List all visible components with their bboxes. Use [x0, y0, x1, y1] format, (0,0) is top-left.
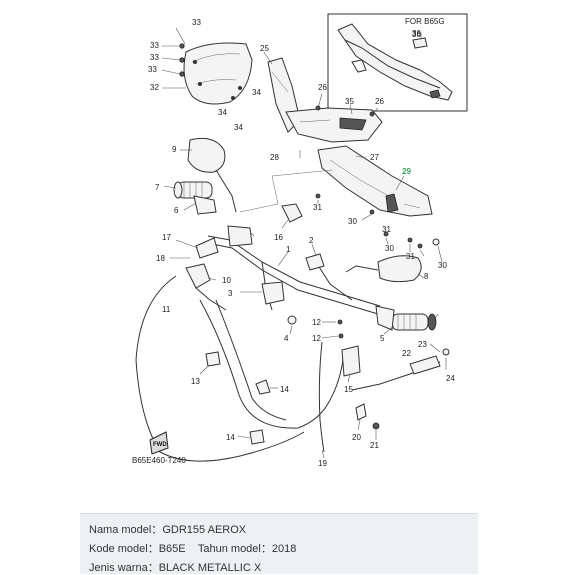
model-value: GDR155 AEROX [162, 524, 247, 536]
callout-6: 6 [174, 206, 179, 215]
windshield [183, 42, 253, 105]
callout-36: 36 [412, 30, 421, 39]
callout-27: 27 [370, 153, 379, 162]
callout-30b: 30 [385, 244, 394, 253]
callout-36-inset: 36 [412, 29, 421, 38]
callout-34a: 34 [252, 88, 261, 97]
callout-26a: 26 [318, 83, 327, 92]
callout-33c: 33 [150, 53, 159, 62]
callout-32: 32 [150, 83, 159, 92]
callout-13: 13 [191, 377, 200, 386]
color-label: Jenis warna [89, 562, 148, 574]
callout-31b: 31 [382, 225, 391, 234]
callout-24: 24 [446, 374, 455, 383]
info-row-color: Jenis warna：BLACK METALLIC X [89, 562, 262, 574]
callout-20: 20 [352, 433, 361, 442]
inset-title: FOR B65G [405, 17, 445, 26]
callout-30a: 30 [348, 217, 357, 226]
exploded-view-drawing: FOR B65G 36 [132, 13, 468, 468]
callout-23: 23 [418, 340, 427, 349]
callout-labels: 33 33 33 33 32 25 34 34 34 26 36 35 26 2… [132, 18, 455, 468]
callout-31c: 31 [406, 252, 415, 261]
front-cover-29 [317, 145, 433, 217]
left-lever [185, 237, 227, 311]
callout-4: 4 [284, 334, 289, 343]
callout-31a: 31 [313, 203, 322, 212]
info-row-code: Kode model：B65E Tahun model：2018 [89, 543, 297, 555]
callout-25: 25 [260, 44, 269, 53]
callout-7: 7 [155, 183, 160, 192]
callout-17: 17 [162, 233, 171, 242]
year-value: 2018 [271, 543, 297, 555]
callout-34c: 34 [234, 123, 243, 132]
meter-panel [285, 107, 383, 143]
callout-26b: 26 [375, 97, 384, 106]
callout-16: 16 [274, 233, 283, 242]
code-label: Kode model [89, 543, 148, 555]
left-grip [173, 181, 213, 199]
right-grip [375, 305, 437, 331]
callout-33d: 33 [148, 65, 157, 74]
callout-29: 29 [402, 167, 411, 176]
callout-14b: 14 [226, 433, 235, 442]
cables [135, 275, 441, 462]
callout-19: 19 [318, 459, 327, 468]
svg-text:FWD: FWD [153, 442, 167, 448]
callout-5: 5 [380, 334, 385, 343]
parts-diagram: FOR B65G 36 [132, 13, 468, 468]
model-info-panel: Nama model：GDR155 AEROX Kode model：B65E … [80, 513, 478, 574]
fwd-arrow-icon: FWD [149, 431, 169, 455]
callout-33b: 33 [150, 41, 159, 50]
code-value: B65E [158, 543, 186, 555]
model-label: Nama model [89, 524, 152, 536]
callout-33a: 33 [192, 18, 201, 27]
mirror-left [187, 137, 237, 213]
color-value: BLACK METALLIC X [158, 562, 262, 574]
callout-22: 22 [402, 349, 411, 358]
callout-9: 9 [172, 145, 177, 154]
info-row-model: Nama model：GDR155 AEROX [89, 524, 247, 536]
inset-b65g: FOR B65G 36 [327, 13, 468, 112]
mirror-right [345, 255, 422, 283]
callout-12a: 12 [312, 318, 321, 327]
callout-8: 8 [424, 272, 429, 281]
callout-18: 18 [156, 254, 165, 263]
screws-33 [161, 27, 186, 77]
callout-12b: 12 [312, 334, 321, 343]
callout-2: 2 [309, 236, 314, 245]
handlebar [207, 235, 381, 315]
figure-code: B65E460-T240 [132, 456, 186, 465]
callout-1: 1 [286, 245, 291, 254]
callout-14a: 14 [280, 385, 289, 394]
callout-15: 15 [344, 385, 353, 394]
year-label: Tahun model [197, 543, 261, 555]
callout-3: 3 [228, 289, 233, 298]
callout-35: 35 [345, 97, 354, 106]
callout-21: 21 [370, 441, 379, 450]
callout-10: 10 [222, 276, 231, 285]
callout-34b: 34 [218, 108, 227, 117]
callout-11: 11 [162, 305, 171, 314]
callout-30c: 30 [438, 261, 447, 270]
callout-28: 28 [270, 153, 279, 162]
